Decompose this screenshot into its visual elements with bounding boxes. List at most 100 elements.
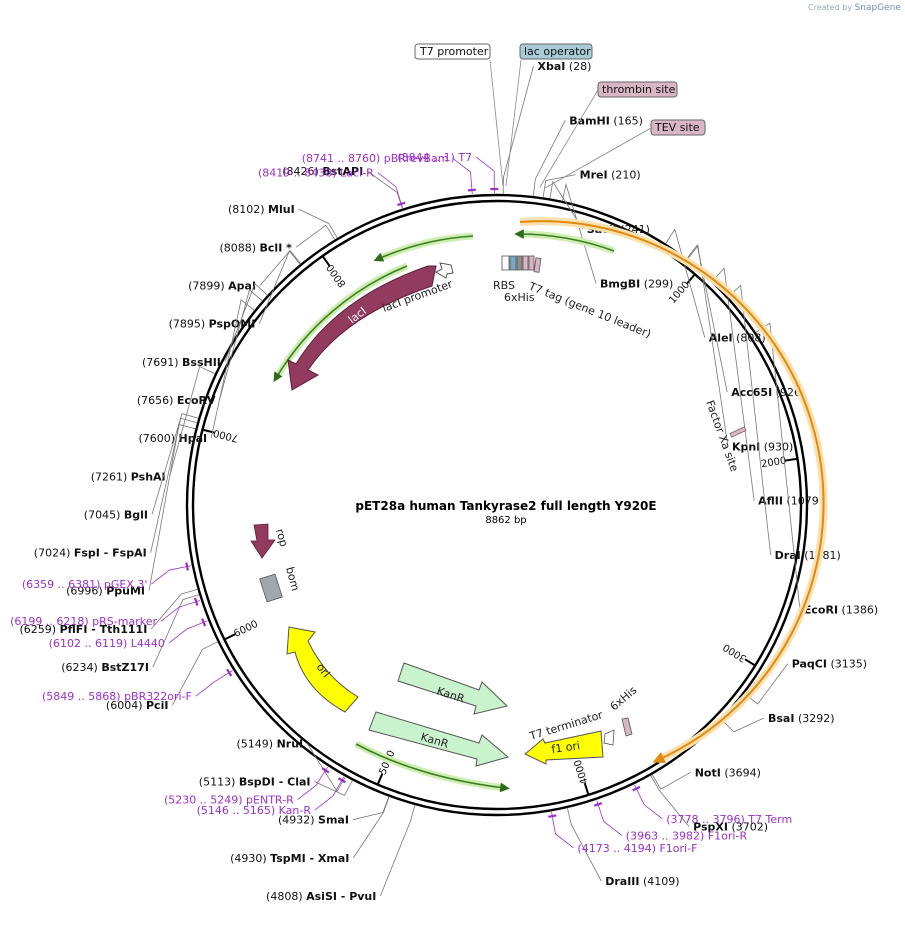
plasmid-name: pET28a human Tankyrase2 full length Y920… bbox=[355, 499, 656, 513]
tick-label-3000: 3000 bbox=[721, 641, 748, 664]
site-leader bbox=[224, 283, 268, 362]
site-leader bbox=[259, 249, 302, 286]
thrombin-box bbox=[528, 255, 535, 271]
site-leader bbox=[502, 65, 534, 195]
tick-label-4000: 4000 bbox=[573, 758, 591, 786]
site-label: MreI (210) bbox=[580, 169, 641, 182]
tick-6000 bbox=[224, 633, 236, 640]
tev-box bbox=[533, 257, 542, 273]
site-label: DraIII (4109) bbox=[605, 875, 679, 888]
kanr-arrow-2 bbox=[368, 711, 510, 767]
green-arc-top-right bbox=[518, 230, 616, 255]
site-label: PaqCI (3135) bbox=[792, 658, 867, 671]
rbs-box bbox=[501, 255, 510, 271]
primer-label: (8741 .. 8760) pBRrevBam bbox=[302, 152, 449, 165]
site-label: BamHI (165) bbox=[569, 114, 643, 127]
tick-1000 bbox=[686, 274, 696, 285]
primer-leader bbox=[151, 565, 192, 585]
site-label: (4808) AsiSI - PvuI bbox=[266, 890, 376, 903]
site-label: (7600) HpaI bbox=[138, 432, 207, 445]
primer-leader bbox=[314, 776, 345, 811]
green-arc-top-left bbox=[376, 232, 474, 263]
f1-ori-label: f1 ori bbox=[551, 739, 581, 756]
primer-label: (8419 .. 8438) LacI-R bbox=[258, 167, 374, 180]
svg-text:lac operator: lac operator bbox=[524, 45, 591, 58]
primer-label: (6199 .. 6218) pRS-marker bbox=[10, 615, 157, 628]
primer-label: (3963 .. 3982) F1ori-R bbox=[626, 829, 748, 842]
box-t7-promoter: T7 promoter bbox=[414, 43, 504, 187]
tick-label-7000: 7000 bbox=[212, 427, 239, 444]
site-leader bbox=[150, 417, 198, 553]
site-label: (4930) TspMI - XmaI bbox=[230, 852, 349, 865]
t7tag-box bbox=[522, 255, 529, 271]
site-leader bbox=[148, 424, 196, 591]
his-bottom-label: 6xHis bbox=[608, 684, 640, 714]
site-label: (7656) EcoRV bbox=[137, 394, 216, 407]
lac-operator-box bbox=[509, 255, 517, 271]
site-label: AleI (808) bbox=[709, 332, 766, 345]
primer-leader bbox=[596, 800, 623, 836]
site-leader bbox=[151, 413, 199, 515]
site-leader bbox=[219, 289, 263, 401]
site-leader bbox=[712, 267, 755, 501]
t7-terminator-arrow bbox=[603, 729, 615, 746]
site-leader bbox=[721, 717, 765, 733]
site-leader bbox=[210, 299, 255, 439]
site-leader bbox=[352, 796, 390, 821]
site-leader bbox=[314, 780, 353, 796]
his-top-label: 6xHis bbox=[504, 291, 535, 304]
site-label: BmgBI (299) bbox=[600, 277, 673, 290]
site-label: PspXI (3702) bbox=[693, 821, 768, 834]
site-leader bbox=[687, 244, 729, 447]
tick-3000 bbox=[744, 658, 755, 666]
primer-leader bbox=[297, 766, 329, 800]
laci-promoter-arrow bbox=[434, 262, 454, 279]
site-leader bbox=[549, 180, 584, 230]
site-leader bbox=[172, 641, 218, 706]
tick-5000 bbox=[377, 773, 384, 785]
rop-label: rop bbox=[273, 527, 290, 548]
f1-ori-arrow bbox=[524, 730, 604, 765]
site-leader bbox=[152, 594, 200, 668]
site-leader bbox=[258, 250, 301, 324]
site-label: NotI (3694) bbox=[695, 766, 761, 779]
site-label: (6234) BstZ17I bbox=[61, 661, 149, 674]
rop-arrow bbox=[250, 523, 276, 559]
primer-leader bbox=[195, 670, 233, 697]
site-leader bbox=[298, 208, 338, 239]
primer-leader bbox=[475, 156, 495, 194]
tick-8000 bbox=[322, 256, 331, 267]
site-label: (7024) FspI - FspAI bbox=[34, 547, 147, 560]
primer-leader bbox=[551, 812, 574, 849]
primer-leader bbox=[634, 784, 663, 820]
backbone-inner bbox=[191, 199, 803, 811]
primer-leader bbox=[168, 620, 208, 644]
primer-label: (5849 .. 5868) pBR322ori-F bbox=[42, 690, 192, 703]
site-label: DraI (1181) bbox=[775, 549, 841, 562]
svg-text:T7 promoter: T7 promoter bbox=[419, 45, 489, 58]
bom-label: bom bbox=[283, 565, 302, 592]
plasmid-size: 8862 bp bbox=[485, 515, 526, 526]
site-leader bbox=[650, 775, 690, 827]
site-leader bbox=[150, 588, 198, 630]
primer-leader bbox=[377, 172, 403, 208]
factor-xa-mark bbox=[729, 426, 747, 438]
tick-label-2000: 2000 bbox=[760, 456, 787, 471]
primer-label: (6359 .. 6381) pGEX 3' bbox=[22, 578, 148, 591]
backbone-outer bbox=[185, 193, 809, 817]
site-label: EcoRI (1386) bbox=[804, 603, 878, 616]
ori-arrow bbox=[286, 626, 359, 713]
site-label: (6996) PpuMI bbox=[66, 585, 145, 598]
primer-sites: (8844 .. 1) T7(8741 .. 8760) pBRrevBam(8… bbox=[10, 151, 792, 855]
insert-arrow bbox=[519, 220, 825, 763]
green-arrow-left bbox=[273, 265, 408, 383]
primer-label: (4173 .. 4194) F1ori-F bbox=[577, 842, 697, 855]
primer-label: (3778 .. 3796) T7 Term bbox=[666, 813, 792, 826]
site-leader bbox=[353, 796, 390, 859]
site-leader bbox=[532, 120, 566, 197]
site-leader bbox=[169, 366, 216, 477]
rbs-label: RBS bbox=[493, 279, 515, 292]
site-label: (5113) BspDI - ClaI bbox=[199, 776, 311, 789]
primer-label: (5230 .. 5249) pENTR-R bbox=[164, 794, 294, 807]
